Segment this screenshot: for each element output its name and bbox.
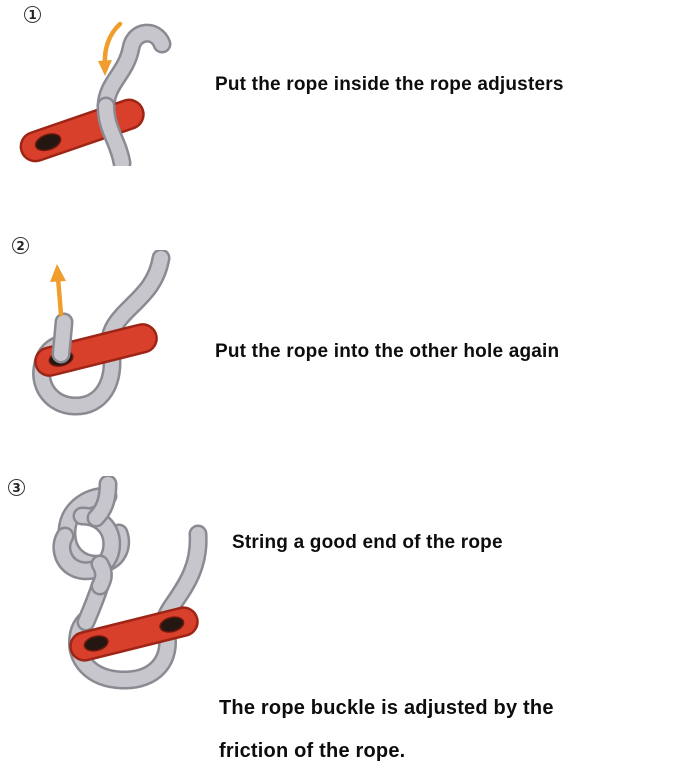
rope-adjuster-buckle [34, 323, 158, 377]
footer-note-line-1: The rope buckle is adjusted by the [219, 697, 554, 719]
step-1-illustration [19, 21, 172, 166]
up-arrow-icon [50, 264, 66, 317]
step-2-caption: Put the rope into the other hole again [215, 341, 560, 362]
step-1-number: 1 [24, 6, 41, 23]
down-arrow-icon [98, 21, 123, 76]
rope-knot [52, 476, 131, 596]
step-1-caption: Put the rope inside the rope adjusters [215, 74, 564, 95]
step-3-caption: String a good end of the rope [232, 532, 503, 553]
rope-adjuster-buckle [69, 606, 199, 662]
rope-strand [96, 23, 172, 116]
step-2-number: 2 [12, 237, 29, 254]
step-3-number: 3 [8, 479, 25, 496]
buckle-hole [83, 635, 109, 652]
rope-end [96, 96, 132, 166]
buckle-hole [34, 133, 62, 152]
buckle-hole [159, 616, 185, 633]
footer-note: The rope buckle is adjusted by the frict… [219, 687, 554, 763]
footer-note-line-2: friction of the rope. [219, 740, 406, 762]
rope-end [51, 312, 74, 364]
step-2-illustration [32, 250, 171, 416]
step-3-illustration [52, 476, 208, 690]
